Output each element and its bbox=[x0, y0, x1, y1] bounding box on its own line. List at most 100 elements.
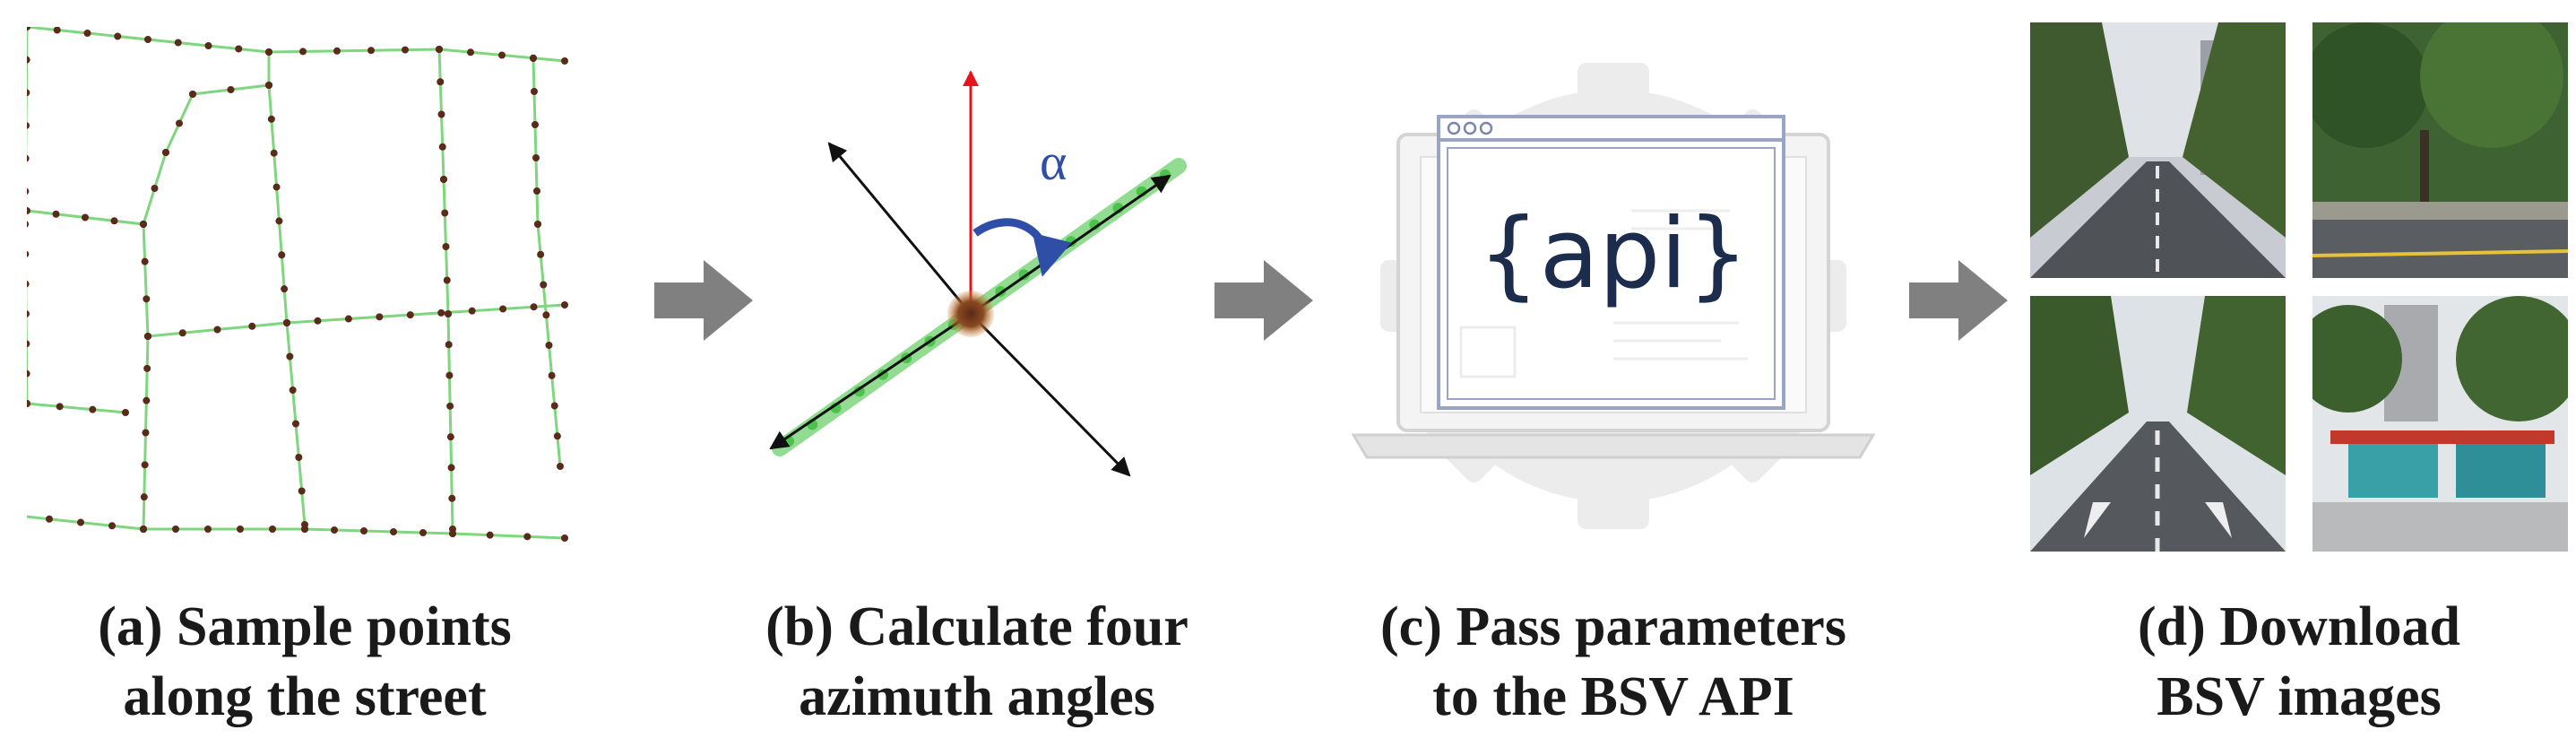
sample-point bbox=[550, 402, 558, 410]
sample-point bbox=[402, 46, 409, 54]
bsv-image-3 bbox=[2030, 296, 2286, 552]
sample-point bbox=[265, 48, 272, 56]
angle-alpha-label: α bbox=[1040, 133, 1067, 191]
flow-arrow-2 bbox=[1215, 260, 1313, 341]
sample-point bbox=[89, 405, 97, 413]
sample-point bbox=[141, 257, 149, 265]
sample-point bbox=[548, 371, 556, 379]
sample-point bbox=[27, 187, 30, 195]
caption-c-line1: (c) Pass parameters bbox=[1380, 596, 1846, 657]
caption-c-line2: to the BSV API bbox=[1432, 666, 1794, 727]
sample-point bbox=[56, 403, 64, 411]
sample-point bbox=[438, 143, 446, 151]
caption-a: (a) Sample points along the street bbox=[27, 592, 583, 732]
sample-point bbox=[553, 432, 561, 440]
sample-point bbox=[278, 251, 286, 259]
gear-tooth bbox=[1578, 466, 1649, 529]
bsv-image-2 bbox=[2312, 22, 2568, 278]
sample-point bbox=[295, 454, 303, 461]
caption-d: (d) Download BSV images bbox=[2021, 592, 2576, 732]
sample-point bbox=[143, 364, 151, 372]
sample-point bbox=[331, 526, 338, 534]
bsv-image-4 bbox=[2312, 296, 2568, 552]
sample-point bbox=[270, 149, 278, 157]
sample-point bbox=[314, 317, 322, 325]
sample-point bbox=[542, 311, 550, 319]
sample-point bbox=[140, 493, 148, 501]
caption-b: (b) Calculate four azimuth angles bbox=[699, 592, 1255, 732]
azimuth-diagram: α bbox=[769, 70, 1187, 477]
sample-point bbox=[189, 91, 196, 98]
sample-point bbox=[537, 250, 545, 258]
direction-arrow-1 bbox=[769, 312, 972, 450]
sample-point bbox=[437, 78, 445, 86]
flow-arrow-3 bbox=[1909, 260, 2008, 341]
angle-arc bbox=[972, 218, 1072, 277]
sample-point bbox=[27, 340, 30, 348]
sample-point bbox=[561, 57, 568, 65]
sample-point bbox=[292, 420, 299, 428]
sample-point bbox=[142, 429, 150, 437]
gear-tooth bbox=[1578, 63, 1649, 126]
sample-point bbox=[77, 518, 84, 526]
sample-point bbox=[530, 303, 538, 311]
sample-point bbox=[108, 522, 116, 530]
sample-point bbox=[227, 86, 235, 93]
sample-point bbox=[445, 341, 453, 349]
sample-point bbox=[360, 527, 367, 534]
sample-point bbox=[141, 461, 149, 469]
sample-point bbox=[248, 322, 256, 330]
sample-point bbox=[267, 115, 275, 123]
sample-point bbox=[176, 119, 183, 127]
sample-point bbox=[178, 329, 186, 337]
sample-point bbox=[436, 46, 443, 53]
sample-point bbox=[122, 409, 129, 416]
sample-point bbox=[27, 369, 30, 378]
sample-point bbox=[27, 207, 30, 214]
sample-point bbox=[27, 89, 30, 97]
sample-point bbox=[298, 487, 306, 495]
sample-point bbox=[545, 342, 553, 349]
caption-a-line2: along the street bbox=[123, 666, 487, 727]
sample-point bbox=[467, 48, 474, 56]
sample-point bbox=[286, 352, 294, 361]
sample-point bbox=[557, 463, 564, 470]
sample-point bbox=[237, 526, 244, 533]
sample-point bbox=[140, 526, 147, 533]
caption-b-line1: (b) Calculate four bbox=[765, 596, 1189, 657]
sample-point bbox=[443, 276, 451, 284]
caption-d-line2: BSV images bbox=[2157, 666, 2442, 727]
sample-point bbox=[46, 515, 53, 523]
sample-point bbox=[561, 301, 568, 308]
sample-point bbox=[52, 210, 60, 218]
bsv-image-1 bbox=[2030, 22, 2286, 278]
sample-point bbox=[561, 534, 568, 542]
sample-point bbox=[367, 47, 375, 55]
sample-point bbox=[390, 528, 397, 535]
sample-point bbox=[333, 47, 341, 55]
sample-point bbox=[110, 217, 118, 225]
sample-point bbox=[281, 285, 289, 293]
sample-point bbox=[406, 311, 414, 319]
direction-arrow-3 bbox=[827, 142, 972, 315]
sample-point bbox=[204, 526, 212, 533]
sample-point bbox=[498, 51, 506, 59]
sample-point bbox=[144, 333, 151, 340]
sample-point bbox=[301, 526, 308, 533]
sample-point bbox=[446, 402, 454, 410]
sample-point bbox=[27, 310, 30, 317]
api-label: {api} bbox=[1478, 198, 1749, 310]
sample-point bbox=[533, 187, 540, 195]
sample-point bbox=[272, 183, 281, 191]
sample-point bbox=[532, 121, 539, 128]
sample-point bbox=[27, 56, 30, 64]
sample-point bbox=[530, 55, 537, 62]
sample-point bbox=[174, 39, 182, 47]
sample-point bbox=[534, 221, 541, 228]
caption-c: (c) Pass parameters to the BSV API bbox=[1336, 592, 1891, 732]
sample-point bbox=[376, 313, 384, 321]
direction-arrow-4 bbox=[969, 312, 1131, 477]
sample-point bbox=[445, 310, 452, 317]
sample-point bbox=[27, 221, 29, 228]
sample-point bbox=[204, 42, 212, 49]
